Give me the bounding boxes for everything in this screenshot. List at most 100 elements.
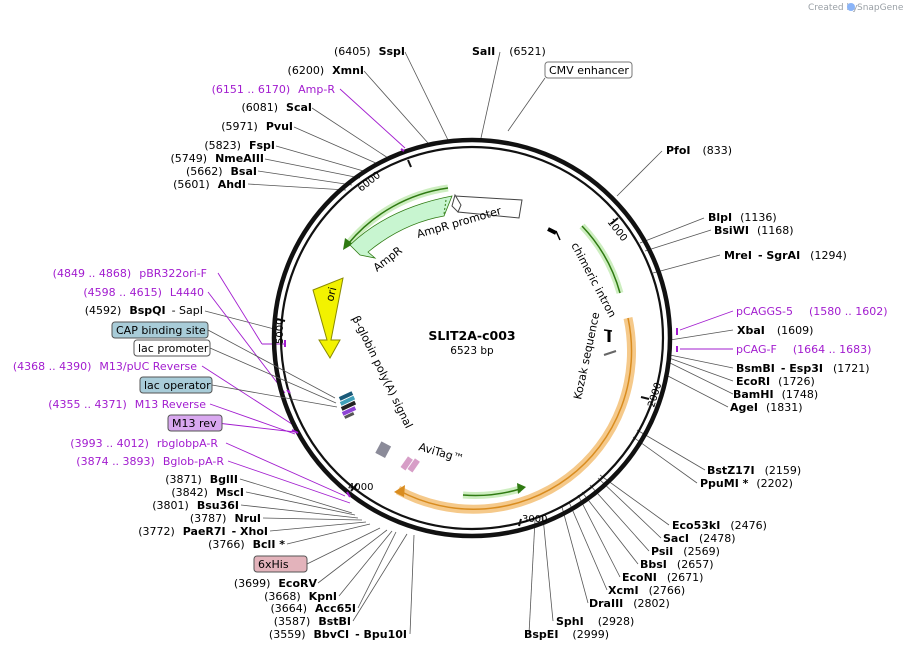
cmv-enhancer-box: [544, 61, 633, 79]
site-Eco53kI[interactable]: Eco53kI(2476): [672, 519, 767, 532]
site-SspI[interactable]: (6405)SspI: [334, 45, 405, 58]
primer-M13-Reverse[interactable]: (4355 .. 4371)M13 Reverse: [48, 398, 206, 411]
site-name: EcoRV: [278, 577, 317, 590]
site-pos: (3801): [152, 499, 189, 512]
ampr-promoter-arrow-icon: [451, 193, 462, 213]
site-BclI[interactable]: (3766)BclI *: [208, 538, 285, 551]
site-name: MreI: [724, 249, 752, 262]
brand-text: SnapGene: [857, 3, 904, 13]
site-pos: (2478): [699, 532, 736, 545]
site-name: NruI: [234, 512, 261, 525]
site-XcmI[interactable]: XcmI(2766): [608, 584, 685, 597]
site-pos: (3772): [138, 525, 175, 538]
primer-pBR322ori-F[interactable]: (4849 .. 4868)pBR322ori-F: [53, 267, 207, 280]
site-name: DraIII: [589, 597, 623, 610]
site-DraIII[interactable]: DraIII(2802): [589, 597, 670, 610]
polyA-signal-shape: [375, 441, 392, 458]
site-PaeR7I[interactable]: (3772)PaeR7I- XhoI: [138, 525, 268, 538]
lac-operator-label: lac operator: [144, 379, 211, 392]
site-ScaI[interactable]: (6081)ScaI: [241, 101, 312, 114]
site-Acc65I[interactable]: (3664)Acc65I: [270, 602, 356, 615]
primer-rbglobpA-R[interactable]: (3993 .. 4012)rbglobpA-R: [70, 437, 218, 450]
site-XbaI[interactable]: XbaI(1609): [737, 324, 813, 337]
site-extra: - Bpu10I: [355, 628, 407, 641]
cap-binding-site-label: CAP binding site: [116, 324, 206, 337]
site-name: NmeAIII: [215, 152, 264, 165]
primer-pCAG-F[interactable]: pCAG-F (1664 .. 1683): [736, 343, 871, 356]
primer-range: (4368 .. 4390): [13, 360, 92, 373]
site-pos: (6081): [241, 101, 278, 114]
site-BglII[interactable]: (3871)BglII: [165, 473, 238, 486]
site-BlpI[interactable]: BlpI(1136): [708, 211, 777, 224]
site-BbsI[interactable]: BbsI(2657): [640, 558, 713, 571]
site-SphI[interactable]: SphI(2928): [556, 615, 634, 628]
site-BsaI[interactable]: (5662)BsaI: [186, 165, 257, 178]
site-pos: (5971): [221, 120, 258, 133]
site-name: Bsu36I: [197, 499, 239, 512]
site-EcoRI[interactable]: EcoRI(1726): [736, 375, 815, 388]
site-AhdI[interactable]: (5601)AhdI: [173, 178, 246, 191]
primer-name: pCAG-F: [736, 343, 777, 356]
left-sites: (6405)SspI (6200)XmnI (6081)ScaI (5971)P…: [85, 45, 407, 641]
avitag-orf-arc-line: [462, 488, 521, 497]
site-BamHI[interactable]: BamHI(1748): [733, 388, 818, 401]
site-pos: (833): [703, 144, 733, 157]
site-AgeI[interactable]: AgeI(1831): [730, 401, 803, 414]
site-name: SspI: [379, 45, 405, 58]
site-pos: (2569): [683, 545, 720, 558]
primer-range: (1580 .. 1602): [809, 305, 888, 318]
site-BsmBI[interactable]: BsmBI- Esp3I(1721): [736, 362, 870, 375]
site-name: Acc65I: [315, 602, 356, 615]
polyA-label: β-globin poly(A) signal: [349, 314, 415, 431]
backbone-inner: [279, 145, 665, 531]
site-PfoI[interactable]: PfoI(833): [666, 144, 732, 157]
site-NruI[interactable]: (3787)NruI: [190, 512, 261, 525]
site-name: BstBI: [318, 615, 351, 628]
kozak-marker: [603, 329, 613, 332]
avitag-shape-2: [407, 458, 420, 473]
site-BspEI[interactable]: BspEI(2999): [524, 628, 609, 641]
site-EcoRV[interactable]: (3699)EcoRV: [234, 577, 318, 590]
chimeric-intron-label: chimeric intron: [568, 240, 618, 319]
site-name: AgeI: [730, 401, 758, 414]
site-name: XmnI: [332, 64, 364, 77]
ampr-shape: [349, 195, 453, 259]
site-pos: (5749): [171, 152, 208, 165]
primer-L4440[interactable]: (4598 .. 4615)L4440: [83, 286, 204, 299]
site-XmnI[interactable]: (6200)XmnI: [288, 64, 364, 77]
primer-range: (1664 .. 1683): [793, 343, 872, 356]
site-pos: (1726): [778, 375, 815, 388]
site-NmeAIII[interactable]: (5749) NmeAIII: [171, 152, 265, 165]
site-Bsu36I[interactable]: (3801) Bsu36I: [152, 499, 239, 512]
site-SacI[interactable]: SacI (2478): [663, 532, 736, 545]
site-BstZ17I[interactable]: BstZ17I(2159): [707, 464, 801, 477]
site-name: SacI: [663, 532, 689, 545]
primer-Bglob-pA-R[interactable]: (3874 .. 3893)Bglob-pA-R: [76, 455, 224, 468]
insert-arrowhead-icon: [394, 485, 405, 497]
primer-Amp-R[interactable]: (6151 .. 6170)Amp-R: [212, 83, 336, 96]
site-BsiWI[interactable]: BsiWI(1168): [714, 224, 794, 237]
site-PpuMI[interactable]: PpuMI *(2202): [700, 477, 793, 490]
site-FspI[interactable]: (5823)FspI: [204, 139, 275, 152]
site-BspQI[interactable]: (4592)BspQI- SapI: [85, 304, 203, 317]
primer-M13-pUC-Reverse[interactable]: (4368 .. 4390) M13/pUC Reverse: [13, 360, 197, 373]
site-pos: (3842): [171, 486, 208, 499]
site-BstBI[interactable]: (3587)BstBI: [274, 615, 351, 628]
site-MscI[interactable]: (3842)MscI: [171, 486, 244, 499]
site-BbvCI[interactable]: (3559)BbvCI- Bpu10I: [269, 628, 407, 641]
site-EcoNI[interactable]: EcoNI(2671): [622, 571, 703, 584]
primer-pCAGGS-5[interactable]: pCAGGS-5(1580 .. 1602): [736, 305, 888, 318]
site-name: BamHI: [733, 388, 774, 401]
site-pos: (2671): [667, 571, 704, 584]
site-PvuI[interactable]: (5971)PvuI: [221, 120, 293, 133]
primer-name: M13/pUC Reverse: [99, 360, 197, 373]
site-SalI[interactable]: SalI(6521): [472, 45, 546, 58]
lac-cluster-shapes: [338, 391, 357, 419]
snapgene-logo-icon: [847, 3, 855, 11]
site-name: BstZ17I: [707, 464, 755, 477]
site-KpnI[interactable]: (3668)KpnI: [264, 590, 337, 603]
site-name: SphI: [556, 615, 584, 628]
site-PsiI[interactable]: PsiI(2569): [651, 545, 720, 558]
primer-name: L4440: [170, 286, 204, 299]
site-MreI[interactable]: MreI- SgrAI(1294): [724, 249, 847, 262]
